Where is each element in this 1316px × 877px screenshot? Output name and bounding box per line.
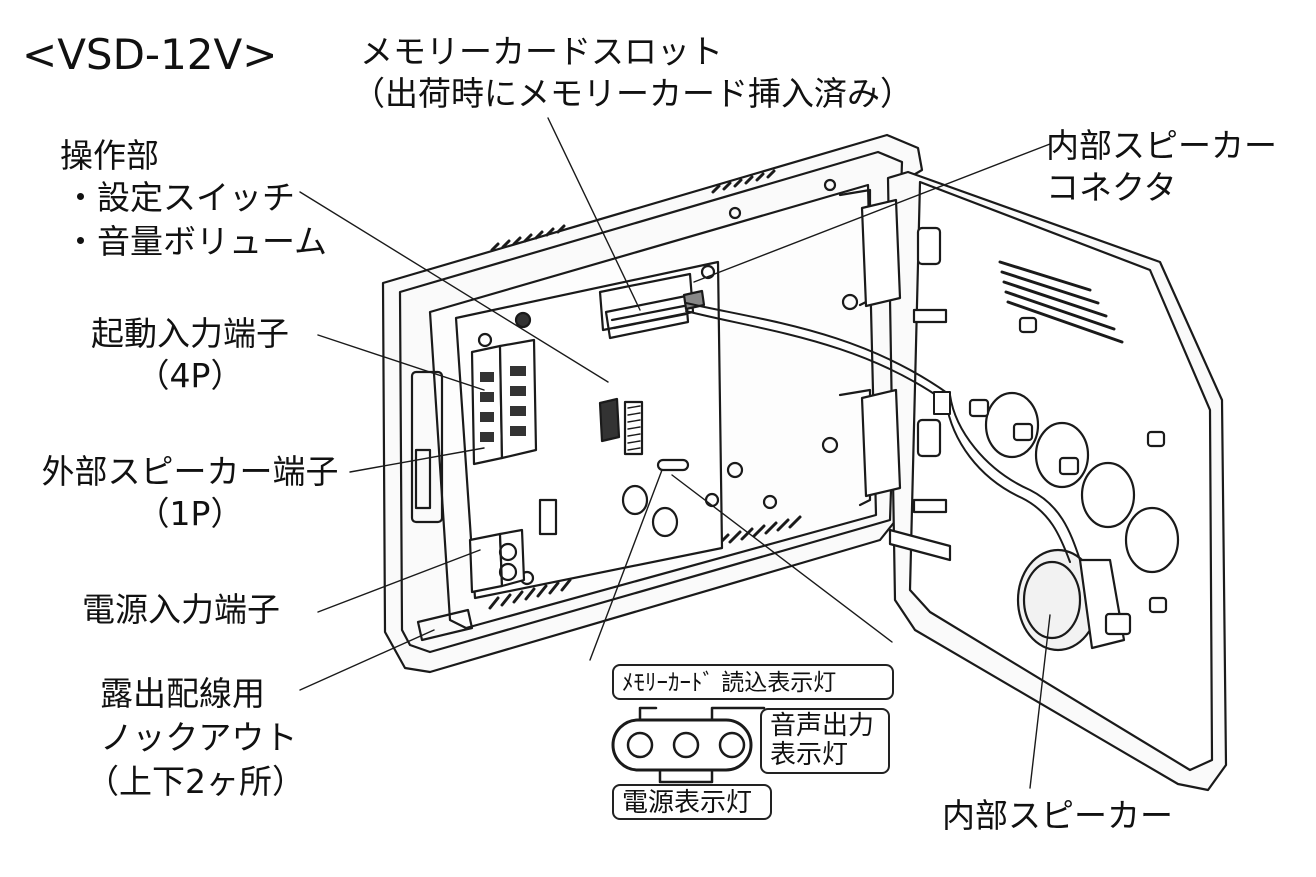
leader-lines <box>299 117 1051 789</box>
label-internal-connector: 内部スピーカー <box>1046 126 1277 165</box>
label-memory-slot: メモリーカードスロット <box>360 32 723 71</box>
label-operation: 操作部 <box>60 136 159 175</box>
terminal-block-4p <box>470 338 538 466</box>
label-knockout-note: （上下2ヶ所） <box>86 762 305 801</box>
label-power-input: 電源入力端子 <box>82 590 280 629</box>
indicator-power: 電源表示灯 <box>612 784 772 820</box>
indicator-memory-card-read: ﾒﾓﾘｰｶｰﾄﾞ 読込表示灯 <box>612 664 894 700</box>
indicator-audio-output-line1: 音声出力 <box>770 711 875 741</box>
indicator-diagram <box>611 706 766 784</box>
label-internal-speaker: 内部スピーカー <box>942 796 1173 835</box>
indicator-audio-output-line2: 表示灯 <box>770 740 849 770</box>
label-start-input: 起動入力端子 <box>91 314 289 353</box>
label-external-speaker-pins: （1P） <box>136 494 244 533</box>
label-setting-switch: ・設定スイッチ <box>64 178 295 217</box>
label-external-speaker: 外部スピーカー端子 <box>41 452 339 491</box>
terminal-block-power <box>468 528 526 594</box>
speaker-cable <box>685 302 1081 563</box>
label-knockout-2: ノックアウト <box>100 718 298 757</box>
label-internal-connector-2: コネクタ <box>1046 168 1177 207</box>
label-knockout: 露出配線用 <box>100 674 265 713</box>
label-memory-slot-note: （出荷時にメモリーカード挿入済み） <box>352 74 913 113</box>
model-title: <VSD-12V> <box>22 30 278 79</box>
label-start-input-pins: （4P） <box>136 356 244 395</box>
internal-speaker-unit <box>1016 548 1132 652</box>
label-volume: ・音量ボリューム <box>64 222 328 261</box>
indicator-audio-output: 音声出力 表示灯 <box>760 708 890 774</box>
front-cover <box>860 170 1228 792</box>
